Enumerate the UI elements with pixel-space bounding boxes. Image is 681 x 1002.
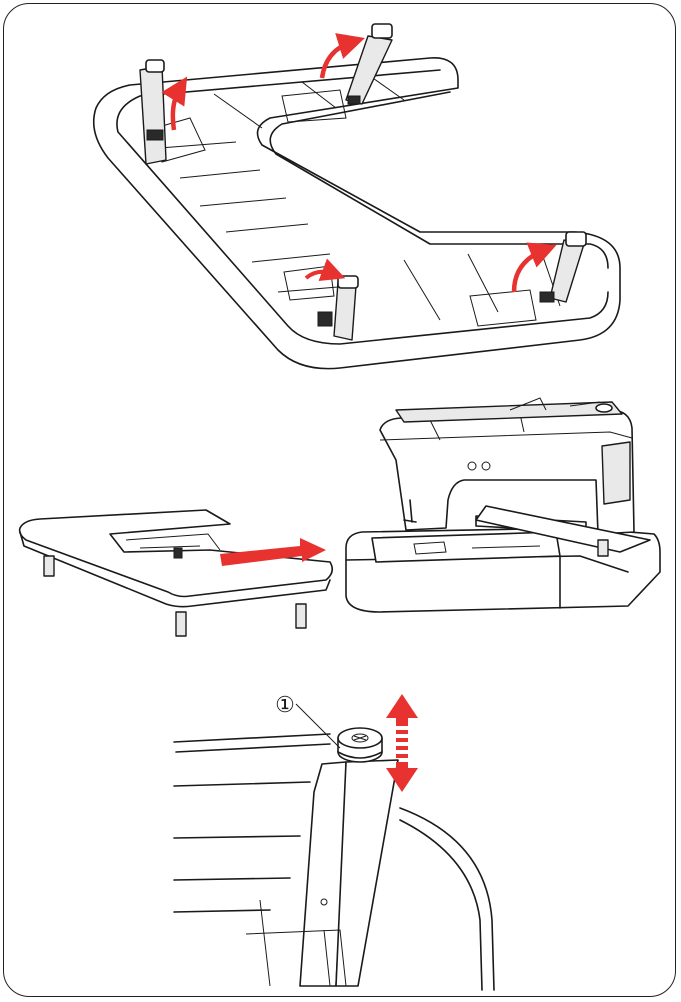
- callout-leg-cap: ①: [275, 692, 295, 717]
- leg-cap: [337, 727, 383, 763]
- curved-arrow-2: [319, 33, 365, 79]
- extension-table-top: [18, 509, 334, 637]
- leg-bottom-middle: [317, 275, 359, 341]
- embroidery-machine: [345, 397, 661, 613]
- slide-arrow: [220, 538, 326, 566]
- page-frame: [3, 3, 676, 997]
- curved-arrow-1: [161, 76, 188, 131]
- up-down-arrow: [386, 694, 418, 792]
- leg-bottom-right: [539, 231, 587, 303]
- curved-arrow-3: [304, 258, 346, 282]
- curved-arrow-4: [511, 242, 557, 293]
- leg-closeup: [173, 694, 495, 991]
- leg-top-right: [345, 23, 393, 105]
- leg-top-left: [139, 59, 167, 165]
- extension-table-underside: [92, 23, 621, 370]
